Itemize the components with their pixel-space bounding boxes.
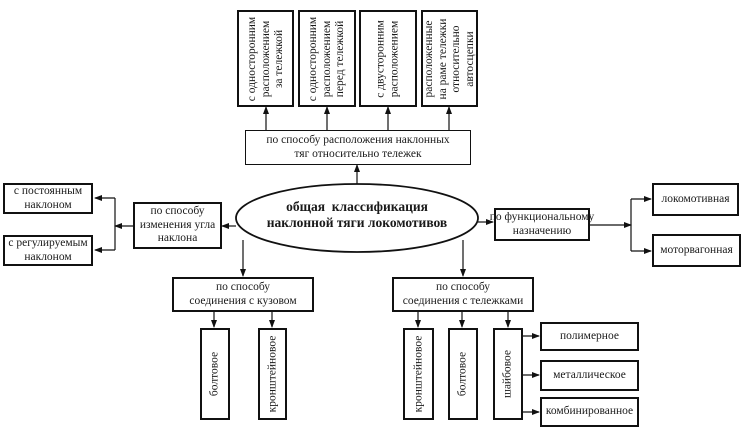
right-branch-box: по функциональному назначению — [490, 208, 594, 241]
left-branch-box: по способу изменения угла наклона — [133, 202, 222, 249]
top-item-3: с двусторонним расположением — [359, 10, 417, 107]
body-connection-box: по способу соединения с кузовом — [172, 277, 314, 312]
top-item-2-label: с односторонним расположением перед теле… — [306, 16, 346, 101]
body-item-2-label: кронштейновое — [265, 335, 278, 413]
top-item-1-label: с односторонним расположением за тележко… — [245, 16, 285, 101]
top-item-1: с односторонним расположением за тележко… — [237, 10, 294, 107]
bogie-item-3-label: шайбовое — [501, 349, 514, 399]
bogie-item-1-label: кронштейновое — [411, 335, 424, 413]
right-item-1: локомотивная — [652, 183, 739, 216]
washer-type-3: комбинированное — [540, 397, 639, 427]
top-item-2: с односторонним расположением перед теле… — [298, 10, 356, 107]
bogie-item-2-label: болтовое — [456, 351, 469, 397]
top-branch-box: по способу расположения наклонных тяг от… — [245, 130, 471, 165]
left-item-2: с регулируемым наклоном — [3, 235, 93, 266]
washer-type-1: полимерное — [540, 322, 639, 351]
top-item-4: расположенные на раме тележки относитель… — [421, 10, 478, 107]
top-item-4-label: расположенные на раме тележки относитель… — [422, 18, 476, 99]
top-item-3-label: с двусторонним расположением — [374, 19, 401, 98]
bogie-connection-box: по способу соединения с тележками — [392, 277, 534, 312]
body-item-1: болтовое — [200, 328, 230, 420]
bogie-item-3: шайбовое — [493, 328, 523, 420]
right-item-2: моторвагонная — [652, 234, 741, 267]
washer-type-2: металлическое — [540, 360, 639, 391]
bogie-item-1: кронштейновое — [403, 328, 434, 420]
bogie-item-2: болтовое — [448, 328, 478, 420]
root-label: общая классификация наклонной тяги локом… — [266, 199, 448, 230]
body-item-1-label: болтовое — [208, 351, 221, 397]
left-item-1: с постоянным наклоном — [3, 183, 93, 214]
body-item-2: кронштейновое — [258, 328, 287, 420]
